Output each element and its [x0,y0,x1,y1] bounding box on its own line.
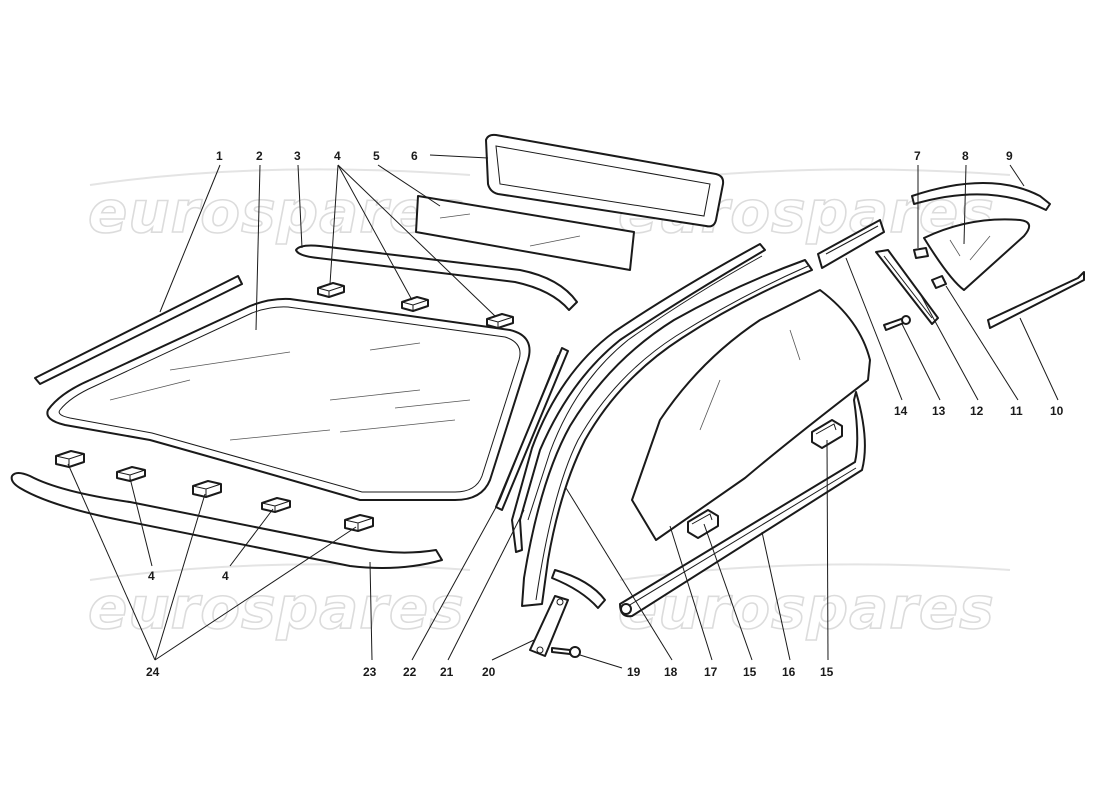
part-18-door-frame [521,259,813,607]
callout-20: 20 [482,665,496,679]
callout-1: 1 [216,149,223,163]
callout-4: 4 [334,149,341,163]
part-8-quarter-glass [923,218,1031,291]
part-24-clips-lower [55,450,374,532]
watermark-swoosh [89,168,471,186]
callout-18: 18 [664,665,678,679]
part-23-lower-seal [10,472,443,569]
part-15-glass-clips [687,419,843,539]
callout-22: 22 [403,665,417,679]
callout-3: 3 [294,149,301,163]
callout-4-lower-left: 4 [148,569,155,583]
part-20-bracket [529,595,569,657]
callout-19: 19 [627,665,641,679]
part-4-clips-upper [317,282,514,329]
callout-2: 2 [256,149,263,163]
part-14-strip [817,219,885,269]
callout-7: 7 [914,149,921,163]
part-11-clip [931,275,947,289]
callout-12: 12 [970,404,984,418]
part-3-upper-seal [295,244,578,311]
callout-14: 14 [894,404,908,418]
part-curved-seal [551,569,606,609]
watermark-bottom-left: eurospares [88,574,465,642]
part-21-door-seal [511,243,766,553]
part-17-door-glass [631,289,871,541]
callout-8: 8 [962,149,969,163]
part-16-door-seal [619,391,866,618]
part-7-clip [913,247,929,259]
part-12-bracket [875,249,939,325]
callout-16: 16 [782,665,796,679]
part-10-strip [987,271,1085,329]
callout-23: 23 [363,665,377,679]
part-22-pillar-strip [495,347,569,511]
part-13-screw [883,315,911,331]
part-19-screw [551,646,581,658]
callout-17: 17 [704,665,718,679]
callout-10: 10 [1050,404,1064,418]
callout-15-left: 15 [743,665,757,679]
callout-13: 13 [932,404,946,418]
callout-11: 11 [1010,404,1023,418]
callout-6: 6 [411,149,418,163]
leader-lines [67,154,1059,669]
callout-9: 9 [1006,149,1013,163]
part-6-rear-seal [485,133,725,228]
callout-21: 21 [440,665,454,679]
callout-5: 5 [373,149,380,163]
callout-labels: 1 2 3 4 5 6 7 8 9 10 11 12 13 14 4 4 24 … [146,149,1064,679]
callout-4-lower-right: 4 [222,569,229,583]
part-9-strip [911,182,1051,211]
part-5-rear-glass [415,195,635,271]
part-2-windscreen [46,297,531,501]
callout-15-right: 15 [820,665,834,679]
part-1-trim-strip [34,275,243,385]
watermark-top-left: eurospares [88,178,465,246]
callout-24: 24 [146,665,160,679]
